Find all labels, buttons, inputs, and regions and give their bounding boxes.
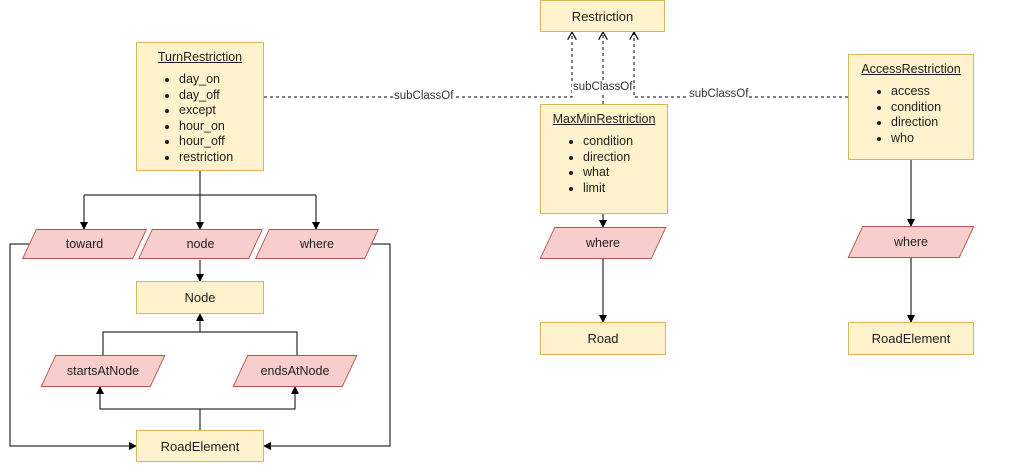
attribute-item: direction: [891, 115, 973, 131]
relation-where-access-label: where: [893, 235, 929, 249]
attribute-item: who: [891, 131, 973, 147]
class-maxmin-restriction[interactable]: MaxMinRestriction condition direction wh…: [540, 104, 668, 214]
maxmin-restriction-attributes: condition direction what limit: [541, 134, 667, 196]
attribute-item: day_off: [179, 88, 263, 104]
class-restriction-title: Restriction: [571, 8, 634, 24]
access-restriction-attributes: access condition direction who: [849, 84, 973, 146]
relation-edges: [9, 160, 915, 450]
relation-toward-label: toward: [65, 237, 104, 251]
class-road-element-right[interactable]: RoadElement: [848, 322, 974, 355]
relation-where-turn-label: where: [299, 237, 335, 251]
attribute-item: hour_off: [179, 134, 263, 150]
subclass-label-left: subClassOf: [393, 90, 455, 103]
relation-where-maxmin-label: where: [585, 236, 621, 250]
class-road-element-left[interactable]: RoadElement: [136, 430, 264, 462]
relation-ends-at-node-label: endsAtNode: [260, 364, 330, 378]
class-road-element-left-title: RoadElement: [160, 438, 240, 454]
edge-roadelement-split: [96, 386, 201, 430]
relation-starts-at-node-label: startsAtNode: [66, 364, 140, 378]
subclass-label-center: subClassOf: [572, 81, 634, 94]
edge-toward-to-roadelement: [9, 243, 137, 450]
class-turn-restriction-title: TurnRestriction: [157, 50, 243, 64]
class-road-element-right-title: RoadElement: [871, 331, 951, 346]
attribute-item: what: [583, 165, 667, 181]
class-restriction[interactable]: Restriction: [540, 0, 665, 32]
subclass-label-right: subClassOf: [688, 88, 750, 101]
class-turn-restriction[interactable]: TurnRestriction day_on day_off except ho…: [136, 42, 264, 171]
edge-roadelement-split-right: [200, 386, 299, 410]
class-road-title: Road: [587, 331, 619, 346]
relation-where-access[interactable]: where: [847, 226, 975, 258]
attribute-item: limit: [583, 181, 667, 197]
attribute-item: direction: [583, 150, 667, 166]
relation-node[interactable]: node: [138, 229, 263, 259]
class-node-title: Node: [184, 290, 216, 305]
attribute-item: hour_on: [179, 119, 263, 135]
edge-starts-to-node: [102, 331, 298, 355]
relation-ends-at-node[interactable]: endsAtNode: [232, 355, 358, 387]
attribute-item: day_on: [179, 72, 263, 88]
class-access-restriction[interactable]: AccessRestriction access condition direc…: [848, 54, 974, 160]
subclass-edges: [264, 32, 848, 104]
class-maxmin-restriction-title: MaxMinRestriction: [552, 112, 656, 126]
relation-starts-at-node[interactable]: startsAtNode: [40, 355, 166, 387]
edge-where-to-roadelement: [263, 243, 391, 450]
class-road[interactable]: Road: [540, 322, 666, 355]
attribute-item: condition: [891, 100, 973, 116]
class-access-restriction-title: AccessRestriction: [861, 62, 961, 76]
attribute-item: restriction: [179, 150, 263, 166]
relation-toward[interactable]: toward: [22, 229, 147, 259]
relation-where-turn[interactable]: where: [255, 229, 379, 259]
attribute-item: except: [179, 103, 263, 119]
attribute-item: condition: [583, 134, 667, 150]
subclass-edge-turn: [264, 32, 572, 98]
attribute-item: access: [891, 84, 973, 100]
turn-restriction-attributes: day_on day_off except hour_on hour_off r…: [137, 72, 263, 165]
class-node[interactable]: Node: [136, 281, 264, 314]
relation-node-label: node: [186, 237, 215, 251]
relation-where-maxmin[interactable]: where: [539, 227, 667, 259]
